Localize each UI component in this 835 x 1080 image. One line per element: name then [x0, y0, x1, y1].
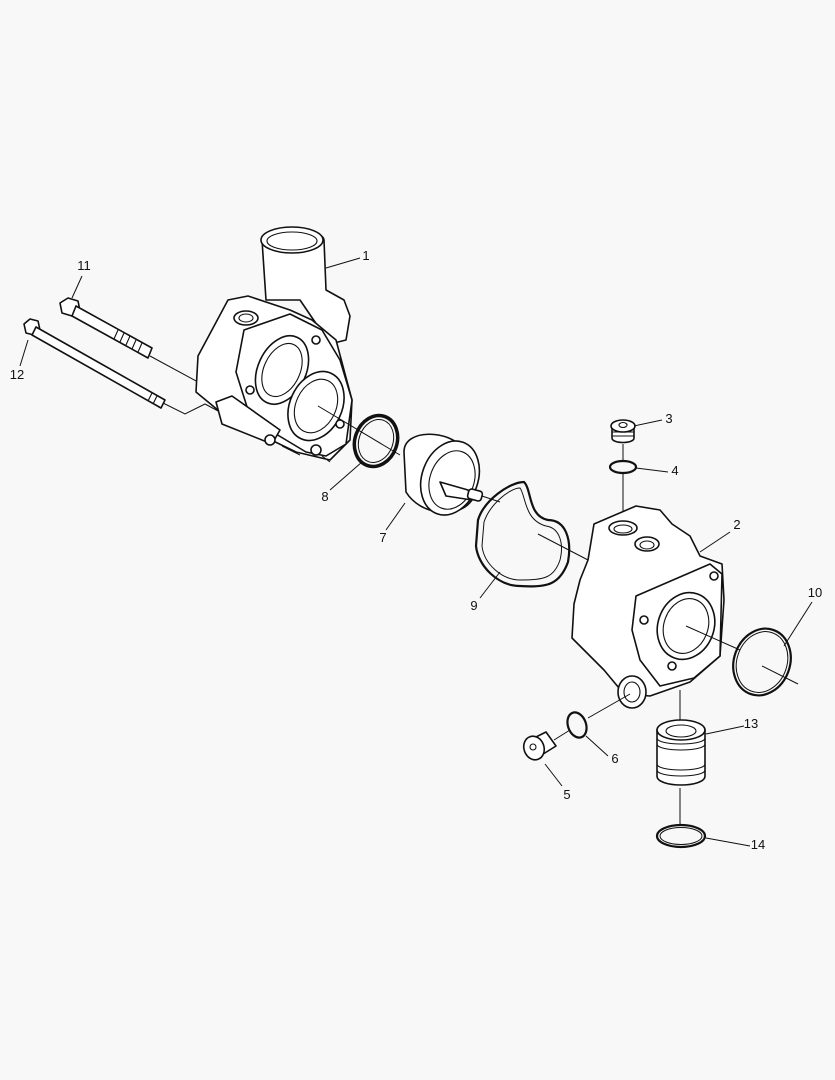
- thermostat-7: [403, 433, 501, 516]
- callout-5: 5: [563, 787, 570, 802]
- sleeve-13: [656, 719, 706, 826]
- o-ring-14: [655, 823, 707, 849]
- plug-3: [610, 419, 636, 460]
- callout-8: 8: [321, 489, 328, 504]
- seal-ring-8: [317, 405, 401, 469]
- callout-1: 1: [362, 248, 369, 263]
- callout-14: 14: [751, 837, 765, 852]
- bolt-12: [23, 318, 236, 421]
- o-ring-6: [553, 693, 631, 741]
- callout-10: 10: [808, 585, 822, 600]
- callout-4: 4: [671, 463, 678, 478]
- o-ring-10: [685, 625, 799, 697]
- callout-2: 2: [733, 517, 740, 532]
- callout-6: 6: [611, 751, 618, 766]
- plug-5: [522, 731, 557, 761]
- callout-11: 11: [77, 258, 91, 273]
- callout-13: 13: [744, 716, 758, 731]
- gasket-9: [474, 480, 589, 588]
- callout-12: 12: [10, 367, 24, 382]
- callout-7: 7: [379, 530, 386, 545]
- callout-labels: 1 2 3 4 5 6 7 8 9 10 11 12 13 14: [10, 248, 822, 852]
- thermostat-housing-1: [195, 226, 353, 463]
- callout-leaders: [19, 257, 813, 847]
- callout-9: 9: [470, 598, 477, 613]
- lower-housing-2: [571, 505, 725, 720]
- callout-3: 3: [665, 411, 672, 426]
